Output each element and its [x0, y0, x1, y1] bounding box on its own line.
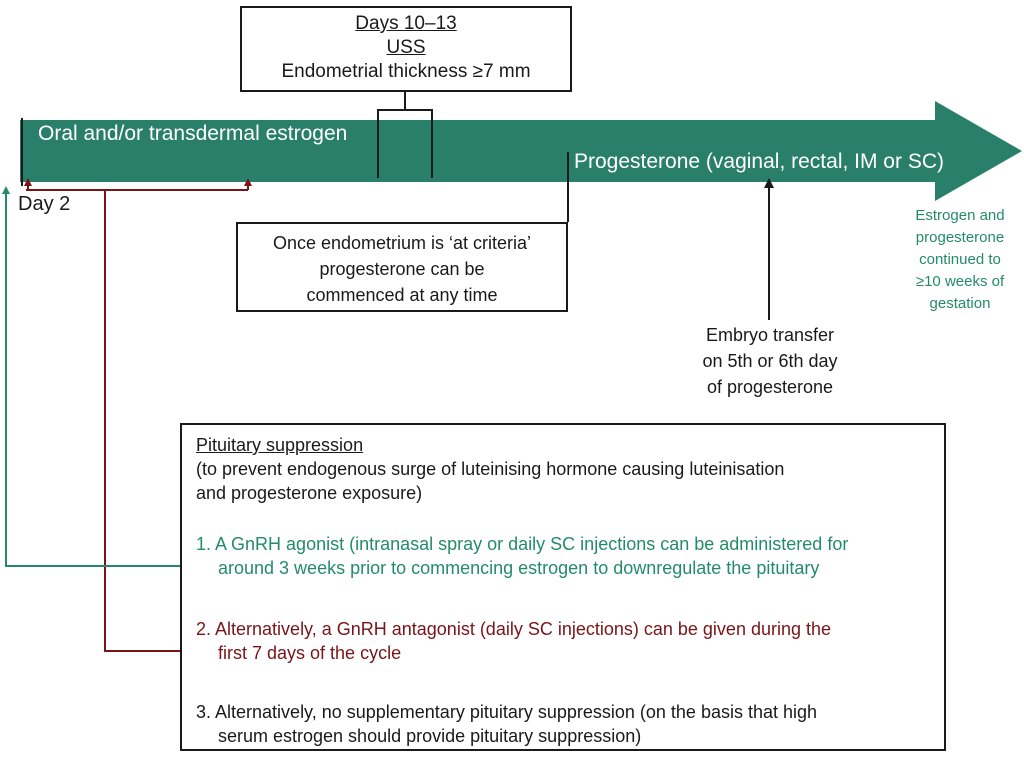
criteria-line: progesterone can be	[319, 259, 485, 279]
option-none: 3. Alternatively, no supplementary pitui…	[196, 700, 934, 748]
continued-note-line: continued to	[919, 251, 1001, 268]
agonist-connector	[5, 192, 200, 567]
criteria-line: Once endometrium is ‘at criteria’	[272, 233, 532, 253]
pituitary-purpose-line: (to prevent endogenous surge of luteinis…	[196, 459, 785, 479]
pituitary-suppression-box: Pituitary suppression (to prevent endoge…	[180, 423, 946, 751]
uss-days-title: Days 10–13	[355, 13, 457, 34]
uss-criteria: Endometrial thickness ≥7 mm	[281, 61, 531, 82]
option-agonist-line: around 3 weeks prior to commencing estro…	[218, 558, 820, 578]
criteria-box: Once endometrium is ‘at criteria’ proges…	[236, 222, 568, 312]
continued-note-line: ≥10 weeks of	[915, 273, 1005, 290]
agonist-connector-arrowhead	[2, 186, 10, 194]
continued-note-line: Estrogen and	[915, 207, 1005, 224]
criteria-line: commenced at any time	[306, 285, 498, 305]
embryo-transfer-text: Embryo transfer on 5th or 6th day of pro…	[670, 322, 870, 400]
option-agonist: 1. A GnRH agonist (intranasal spray or d…	[196, 532, 934, 580]
embryo-transfer-arrowhead	[764, 178, 774, 188]
option-antagonist-line: 2. Alternatively, a GnRH antagonist (dai…	[196, 619, 832, 639]
pituitary-purpose-line: and progesterone exposure)	[196, 483, 423, 503]
continued-note-line: gestation	[929, 295, 991, 312]
option-agonist-line: 1. A GnRH agonist (intranasal spray or d…	[196, 534, 849, 554]
day2-label: Day 2	[18, 193, 71, 215]
option-antagonist-line: first 7 days of the cycle	[218, 643, 402, 663]
treatment-timeline-arrow	[20, 101, 1022, 201]
option-antagonist: 2. Alternatively, a GnRH antagonist (dai…	[196, 617, 934, 665]
continued-note-line: progesterone	[915, 229, 1005, 246]
continued-note: Estrogen and progesterone continued to ≥…	[900, 205, 1020, 315]
antagonist-window-left-arrowhead	[24, 178, 32, 186]
uss-window-bracket	[377, 109, 433, 178]
antagonist-connector	[104, 190, 200, 652]
option-none-line: 3. Alternatively, no supplementary pitui…	[196, 702, 818, 722]
embryo-transfer-line: Embryo transfer	[705, 325, 835, 345]
progesterone-label: Progesterone (vaginal, rectal, IM or SC)	[574, 150, 944, 173]
antagonist-window-right-arrowhead	[244, 178, 252, 186]
pituitary-heading: Pituitary suppression	[196, 435, 364, 455]
option-none-line: serum estrogen should provide pituitary …	[218, 726, 642, 746]
embryo-transfer-line: on 5th or 6th day	[702, 351, 838, 371]
embryo-transfer-line: of progesterone	[706, 377, 834, 397]
estrogen-label: Oral and/or transdermal estrogen	[38, 122, 348, 145]
uss-box: Days 10–13 USS Endometrial thickness ≥7 …	[240, 6, 572, 92]
uss-subtitle: USS	[386, 37, 426, 58]
